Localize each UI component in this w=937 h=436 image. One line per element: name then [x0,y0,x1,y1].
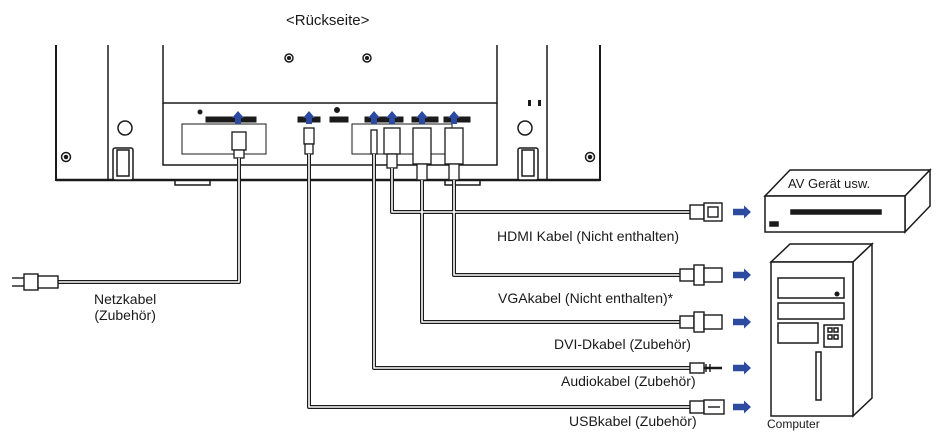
av-device-label: AV Gerät usw. [788,176,871,191]
power-plug [12,273,59,291]
hdmi-arrow [733,205,751,219]
power-cable-label-line2: (Zubehör) [94,307,156,324]
vga-cable-label: VGAkabel (Nicht enthalten)* [498,290,674,306]
page-title: <Rückseite> [286,12,370,29]
side-marks [528,100,541,106]
port-panel [181,107,471,155]
audio-cable-label: Audiokabel (Zubehör) [561,373,696,389]
cables-inner [58,154,690,408]
direction-arrows [733,205,751,414]
usb-cable-label: USBkabel (Zubehör) [569,413,697,429]
dvi-arrow [733,315,751,329]
monitor-feet [112,147,539,186]
audio-end-connector [689,362,722,374]
power-cable-label-line1: Netzkabel [94,291,157,307]
audio-arrow [733,361,751,375]
usb-arrow [733,400,751,414]
computer-label: Computer [767,417,820,431]
monitor-rear [55,45,601,182]
vga-end-connector [679,264,723,286]
dvi-cable-label: DVI-Dkabel (Zubehör) [554,336,691,352]
power-cable-label: Netzkabel (Zubehör) [94,291,156,323]
plugged-connectors [231,127,464,181]
vga-arrow [733,268,751,282]
av-device [763,168,932,234]
screw-holes [60,53,596,163]
hdmi-end-connector [689,202,723,222]
usb-end-connector [689,399,725,415]
hdmi-cable-label: HDMI Kabel (Nicht enthalten) [497,228,680,244]
dvi-end-connector [679,311,723,333]
computer-tower [769,242,874,418]
